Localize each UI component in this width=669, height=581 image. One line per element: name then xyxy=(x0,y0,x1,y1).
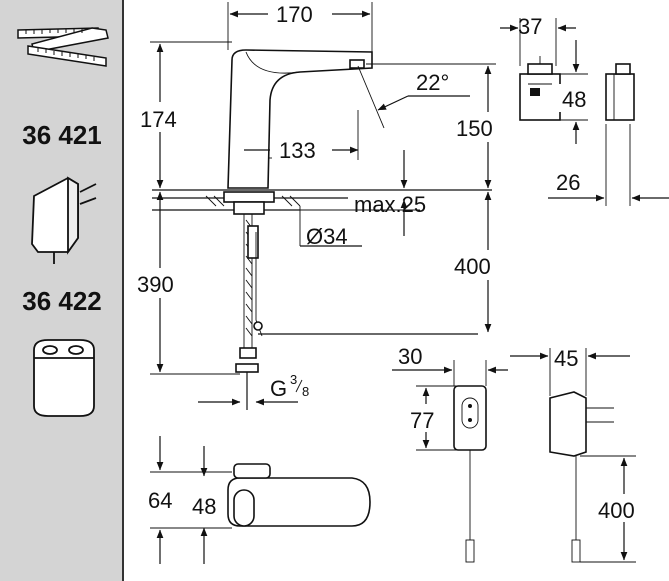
dim-390: 390 xyxy=(137,272,174,297)
dim-26: 26 xyxy=(556,170,580,195)
angle-22: 22° xyxy=(416,70,449,95)
product-code-36421: 36 421 xyxy=(22,120,102,150)
dim-400-cable: 400 xyxy=(598,498,635,523)
dim-174: 174 xyxy=(140,107,177,132)
thread-denominator: 8 xyxy=(302,384,309,399)
supply-hoses xyxy=(235,214,478,410)
countertop-lines xyxy=(152,189,492,215)
dim-170: 170 xyxy=(276,2,313,27)
dim-64: 64 xyxy=(148,488,172,513)
power-adapter-icon xyxy=(31,176,97,264)
control-box-front xyxy=(519,56,561,121)
dim-77: 77 xyxy=(410,408,434,433)
dim-30: 30 xyxy=(398,344,422,369)
product-sidebar: 36 421 36 422 xyxy=(0,0,124,581)
battery-unit-icon xyxy=(33,339,95,417)
dim-max-25: max.25 xyxy=(354,192,426,217)
folding-ruler-icon xyxy=(17,27,109,67)
thread-numerator: 3 xyxy=(290,372,297,387)
plug-front xyxy=(453,385,487,563)
thread-g: G xyxy=(270,376,287,401)
dim-45: 45 xyxy=(554,346,578,371)
faucet-outline xyxy=(227,49,373,189)
dim-400-hose: 400 xyxy=(454,254,491,279)
dim-diameter-34: Ø34 xyxy=(306,224,348,249)
product-code-36422: 36 422 xyxy=(22,286,102,316)
dim-133: 133 xyxy=(279,138,316,163)
adapter-side xyxy=(549,391,614,563)
dim-37: 37 xyxy=(518,14,542,39)
faucet-base-top xyxy=(227,463,371,527)
dim-48-box: 48 xyxy=(562,87,586,112)
control-box-side xyxy=(605,63,635,121)
dim-48-base: 48 xyxy=(192,494,216,519)
dim-150: 150 xyxy=(456,116,493,141)
